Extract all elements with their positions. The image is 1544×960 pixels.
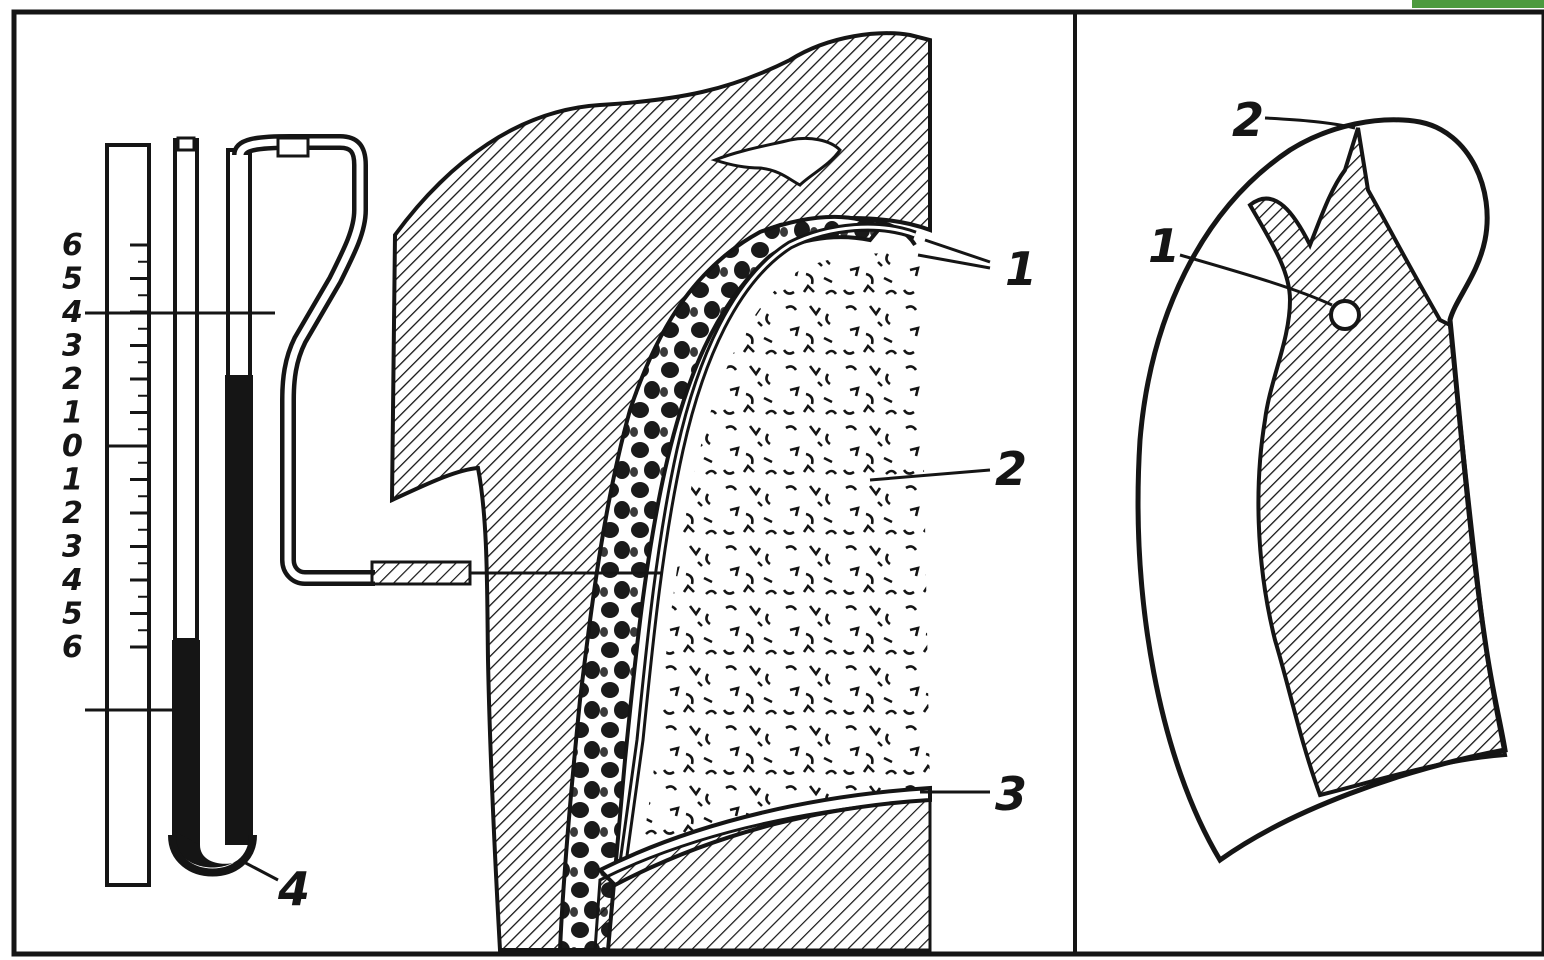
scale-number: 3 (62, 530, 83, 565)
scale-number: 2 (62, 496, 83, 531)
label-lung: 2 (995, 442, 1027, 496)
measuring-scale (107, 145, 149, 885)
label-apex: 2 (1232, 93, 1264, 147)
label-diaphragm: 3 (995, 767, 1027, 821)
right-panel: 1 2 (1138, 93, 1505, 860)
scale-number: 5 (62, 597, 83, 632)
abdomen-dark (595, 800, 930, 950)
scale-number: 3 (62, 329, 83, 364)
scale-number: 6 (62, 228, 83, 263)
opening-circle (1331, 301, 1359, 329)
scale-number: 0 (62, 429, 83, 464)
scale-number: 4 (61, 295, 83, 330)
label-manometer: 4 (277, 862, 310, 916)
leader-manometer (240, 860, 278, 880)
scale-number: 1 (62, 396, 83, 431)
scale-number: 2 (62, 362, 83, 397)
scale-number: 6 (62, 630, 83, 665)
label-pleura: 1 (1005, 242, 1037, 296)
scale-number: 4 (61, 563, 83, 598)
connecting-tube (240, 142, 375, 578)
manometer (172, 138, 253, 873)
label-opening: 1 (1148, 219, 1180, 273)
scale-number: 5 (62, 262, 83, 297)
leader-apex (1265, 118, 1355, 128)
needle-hub (372, 562, 470, 584)
tube-clamp (278, 138, 308, 156)
scale-number: 1 (62, 463, 83, 498)
